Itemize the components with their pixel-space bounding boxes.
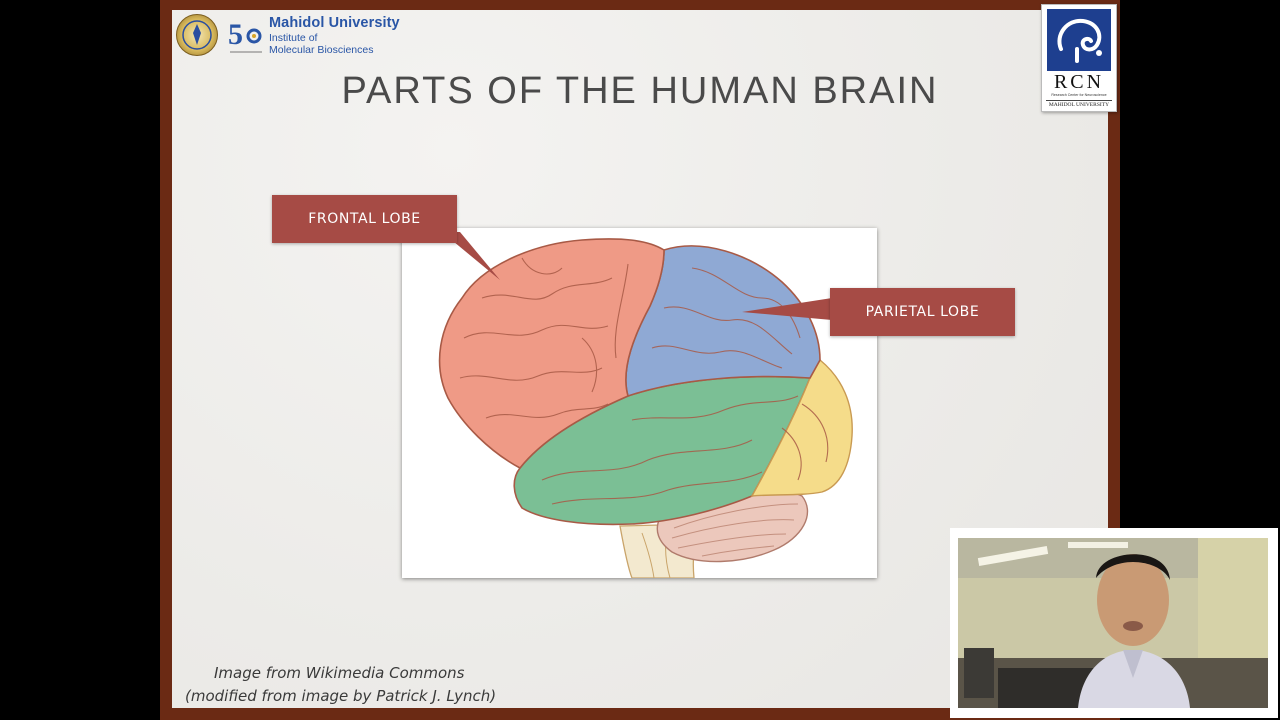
university-name: Mahidol University xyxy=(269,15,400,31)
rcn-logo: RCN Research Center for Neuroscience MAH… xyxy=(1041,4,1117,112)
rcn-letters: RCN xyxy=(1053,71,1105,93)
presenter-video-icon xyxy=(958,538,1268,708)
credit-line-1: Image from Wikimedia Commons xyxy=(214,664,465,682)
image-credit: Image from Wikimedia Commons (modified f… xyxy=(172,662,496,708)
parietal-lobe-label: PARIETAL LOBE xyxy=(830,288,1015,336)
occipital-lobe xyxy=(750,358,853,497)
institute-line-1: Institute of xyxy=(269,32,318,44)
brain-image xyxy=(402,228,877,578)
rcn-university: MAHIDOL UNIVERSITY xyxy=(1046,100,1112,108)
rcn-brain-icon xyxy=(1047,9,1111,71)
credit-line-2: (modified from image by Patrick J. Lynch… xyxy=(185,687,497,705)
slide-title: PARTS OF THE HUMAN BRAIN xyxy=(341,70,939,112)
anniversary-50-icon: 5 xyxy=(228,18,262,53)
institute-line-2: Molecular Biosciences xyxy=(269,43,374,56)
svg-text:5: 5 xyxy=(228,18,243,51)
webcam-overlay xyxy=(950,528,1278,718)
rcn-subtitle: Research Center for Neuroscience xyxy=(1051,93,1107,97)
frontal-lobe xyxy=(438,238,665,470)
institute-name: Institute of Molecular Biosciences xyxy=(269,32,374,56)
frontal-lobe-label: FRONTAL LOBE xyxy=(272,195,457,243)
mahidol-seal-icon xyxy=(176,14,218,56)
